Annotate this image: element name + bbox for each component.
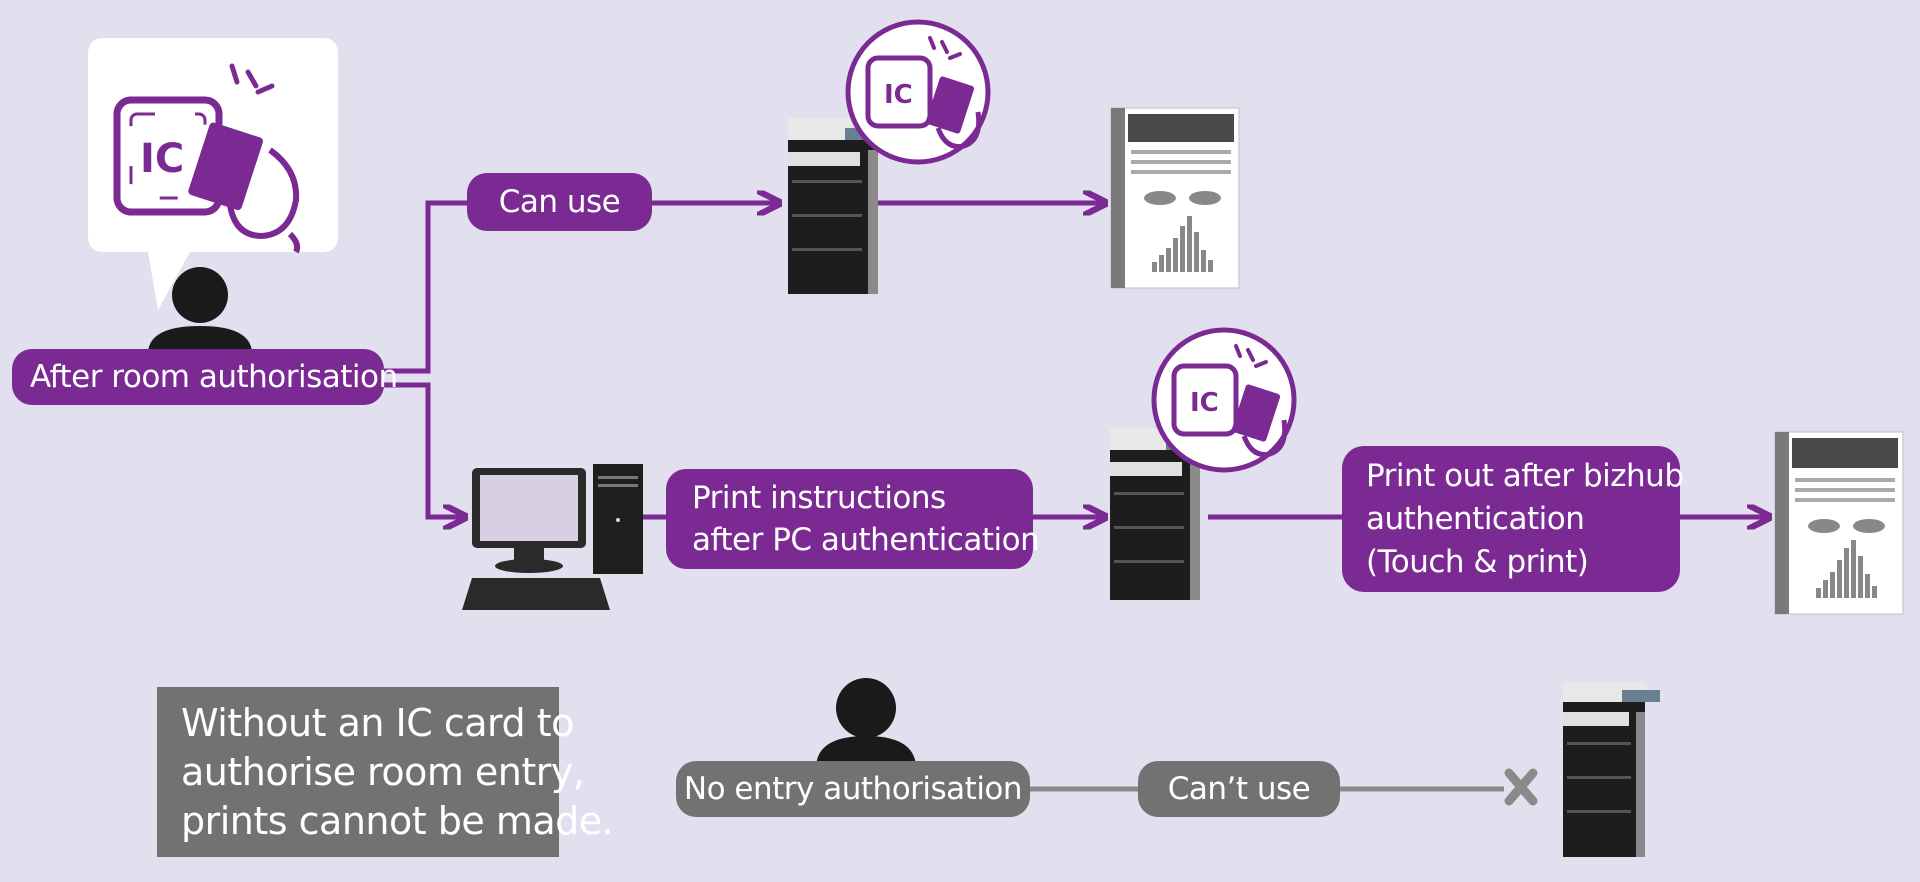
computer-icon (462, 464, 643, 610)
ic-label: IC (884, 80, 913, 110)
after-room-authorisation-label: After room authorisation (12, 349, 398, 405)
no-entry-text: No entry authorisation (683, 771, 1023, 807)
ic-card-icon: IC (113, 63, 301, 254)
print-out-line3: (Touch & print) (1366, 543, 1589, 580)
cross-icon (1504, 768, 1538, 806)
cant-use-label: Can’t use (1138, 761, 1340, 817)
printer-icon (1563, 682, 1660, 857)
after-room-text: After room authorisation (30, 359, 398, 395)
can-use-text: Can use (498, 184, 621, 220)
print-instructions-label: Print instructions after PC authenticati… (666, 469, 1040, 569)
print-instructions-line2: after PC authentication (692, 522, 1040, 558)
no-entry-authorisation-label: No entry authorisation (676, 761, 1030, 817)
document-icon (1774, 431, 1904, 615)
person-icon (816, 678, 916, 766)
without-card-line1: Without an IC card to (181, 700, 574, 745)
ic-card-icon: IC (1151, 327, 1297, 473)
document-icon (1110, 107, 1240, 289)
without-card-line2: authorise room entry, (181, 749, 585, 794)
print-instructions-line1: Print instructions (692, 480, 946, 516)
ic-card-icon: IC (845, 19, 991, 165)
ic-label: IC (1190, 388, 1219, 418)
cant-use-text: Can’t use (1167, 771, 1311, 807)
print-out-line1: Print out after bizhub (1366, 457, 1684, 494)
printer-icon (788, 118, 885, 294)
print-out-label: Print out after bizhub authentication (T… (1342, 446, 1684, 592)
person-icon (148, 267, 252, 352)
without-card-note: Without an IC card to authorise room ent… (157, 687, 614, 857)
can-use-label: Can use (467, 173, 652, 231)
ic-label: IC (140, 136, 184, 182)
without-card-line3: prints cannot be made. (181, 798, 614, 843)
print-out-line2: authentication (1366, 500, 1585, 537)
connector-lines (382, 203, 1767, 517)
